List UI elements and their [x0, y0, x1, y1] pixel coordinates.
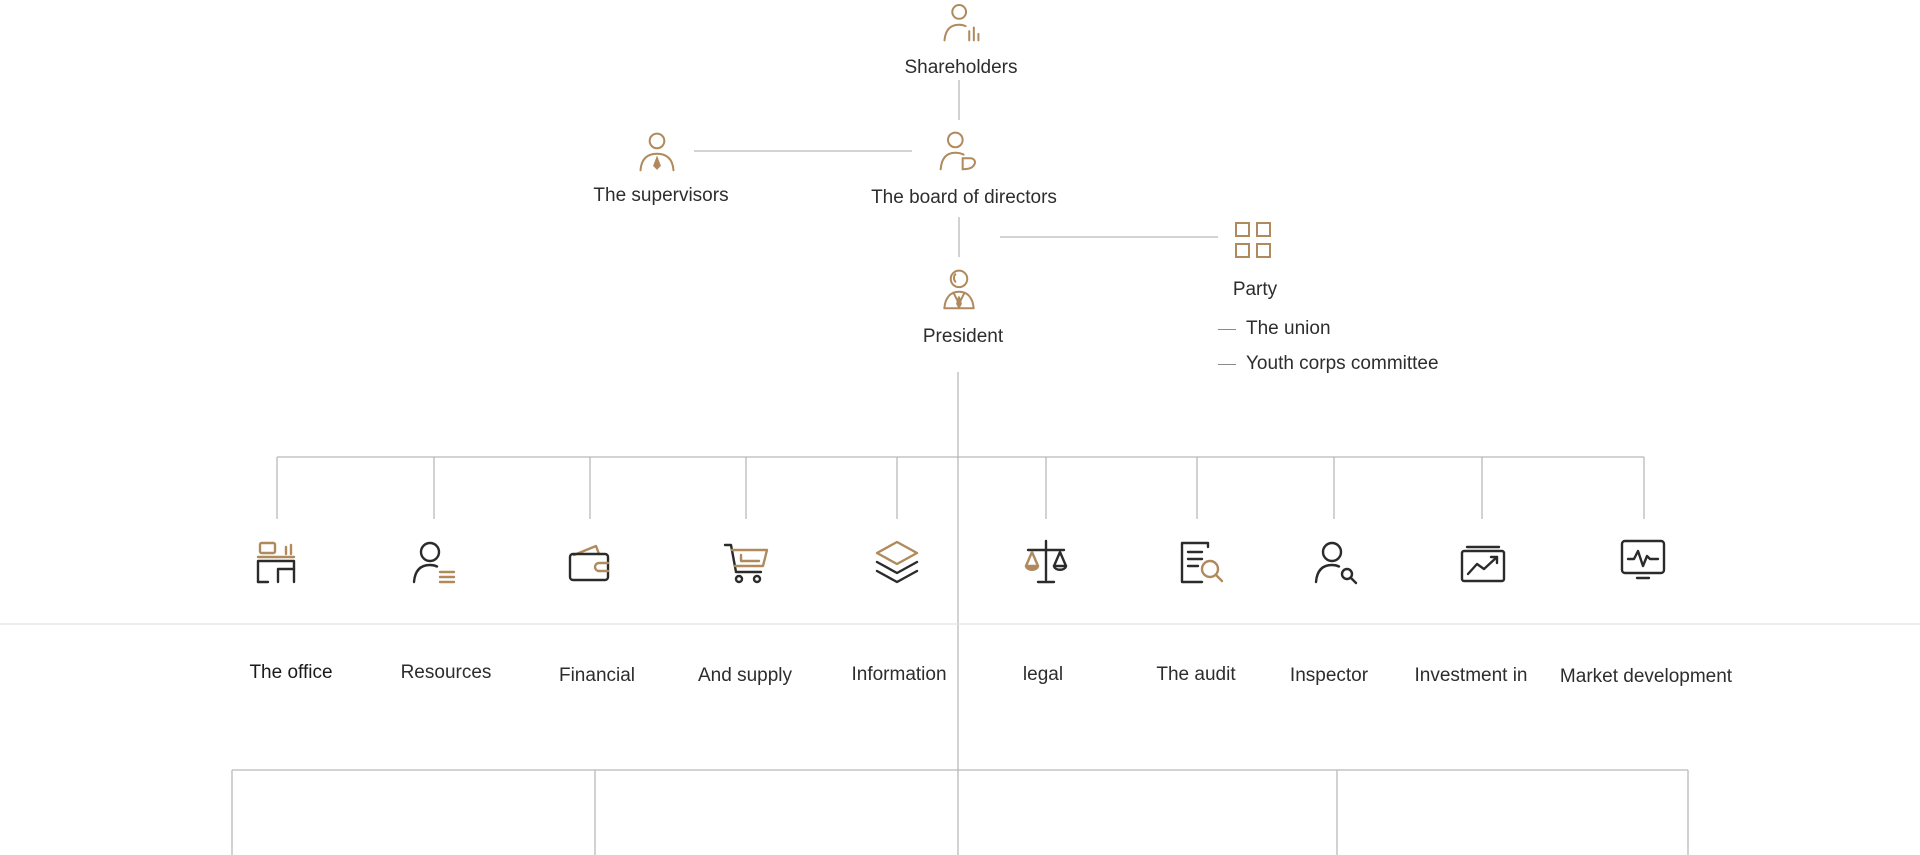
- party-item-union: The union: [1218, 318, 1331, 340]
- person-search-icon: [1312, 538, 1360, 586]
- dept-label: legal: [1022, 664, 1064, 685]
- document-search-icon: [1178, 538, 1226, 586]
- trend-chart-icon: [1459, 538, 1507, 586]
- person-chart-icon: [938, 0, 984, 44]
- layers-icon: [873, 538, 921, 586]
- person-list-icon: [410, 538, 458, 586]
- label-supervisors: The supervisors: [593, 185, 729, 206]
- label-party: Party: [1232, 279, 1278, 300]
- monitor-pulse-icon: [1619, 536, 1667, 584]
- label-board: The board of directors: [871, 187, 1057, 208]
- person-suit-icon: [937, 267, 981, 311]
- scales-icon: [1022, 538, 1070, 586]
- person-sign-icon: [937, 128, 981, 172]
- label-president: President: [922, 326, 1004, 347]
- dash: [1218, 328, 1236, 330]
- party-item-youth: Youth corps committee: [1218, 353, 1439, 375]
- label-shareholders: Shareholders: [904, 57, 1018, 78]
- wallet-icon: [566, 538, 614, 586]
- dept-label: And supply: [697, 665, 793, 686]
- person-tie-icon: [635, 129, 679, 173]
- dept-label: Market development: [1559, 666, 1733, 687]
- dept-label: Inspector: [1289, 665, 1369, 686]
- cart-icon: [723, 538, 771, 586]
- party-item-label: Youth corps committee: [1246, 353, 1439, 374]
- dept-label: Information: [851, 664, 947, 685]
- grid-icon: [1234, 221, 1272, 259]
- party-item-label: The union: [1246, 318, 1331, 339]
- dept-label: Investment in: [1414, 665, 1528, 686]
- dept-label: Resources: [400, 662, 492, 683]
- desk-icon: [254, 538, 302, 586]
- dept-label: Financial: [558, 665, 636, 686]
- dept-label: The office: [249, 662, 333, 683]
- dept-label: The audit: [1156, 664, 1236, 685]
- dash: [1218, 363, 1236, 365]
